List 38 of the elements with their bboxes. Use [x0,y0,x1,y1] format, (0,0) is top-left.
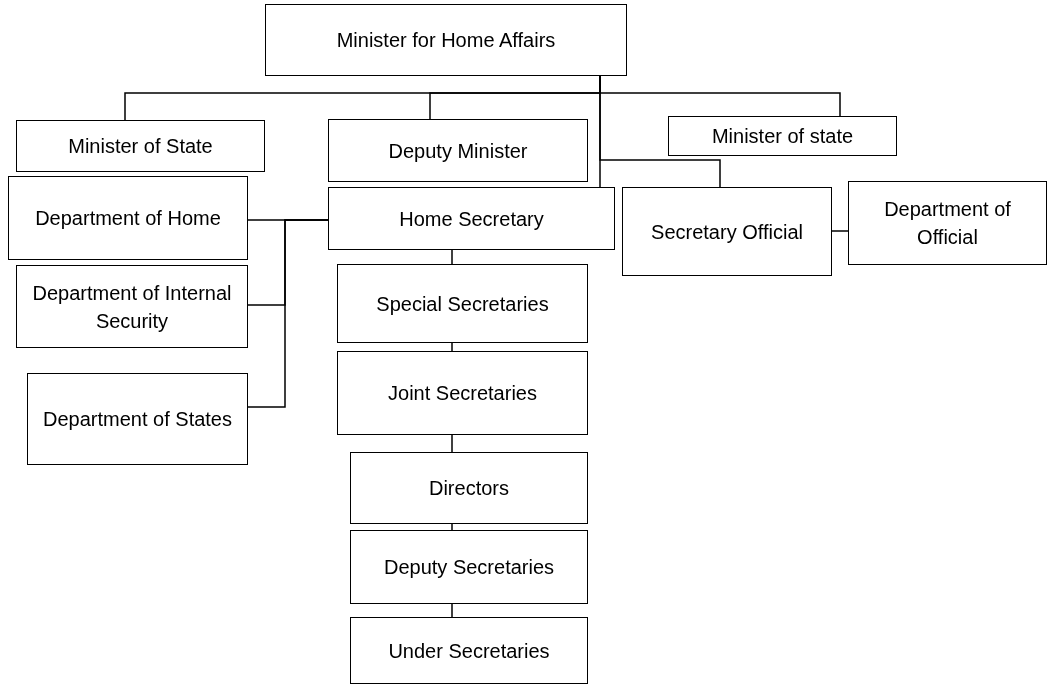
connector-line [247,219,329,408]
org-box [8,176,248,260]
connector-line [451,249,453,265]
box-label: Deputy Minister [388,138,528,164]
org-box [337,264,588,343]
box-label: Minister for Home Affairs [336,28,556,53]
connector-line [451,434,453,453]
box-label: Department of Official [883,197,1012,250]
box-label: Under Secretaries [388,638,550,664]
org-box [328,119,588,182]
box-label: Special Secretaries [376,291,549,317]
org-box [622,187,832,276]
org-box [265,4,627,76]
connector-line [451,342,453,352]
org-box [16,265,248,348]
org-box [16,120,265,172]
org-box [27,373,248,465]
box-label: Secretary Official [651,219,803,245]
box-label: Deputy Secretaries [383,555,555,580]
box-label: Joint Secretaries [388,381,537,406]
box-label: Home Secretary [399,206,544,232]
box-label: Minister of state [711,124,854,149]
connector-line [451,523,453,531]
org-box [337,351,588,435]
org-box [668,116,897,156]
box-label: Department of Home [35,206,221,231]
box-label: Minister of State [68,134,213,159]
org-box [848,181,1047,265]
box-label: Department of States [43,407,232,432]
box-label: Department of Internal Security [31,280,233,334]
org-box [350,617,588,684]
connector-line [831,230,849,232]
org-box [328,187,615,250]
org-box [350,452,588,524]
org-box [350,530,588,604]
connector-line [451,603,453,618]
connector-line [599,75,721,188]
box-label: Directors [429,476,509,501]
